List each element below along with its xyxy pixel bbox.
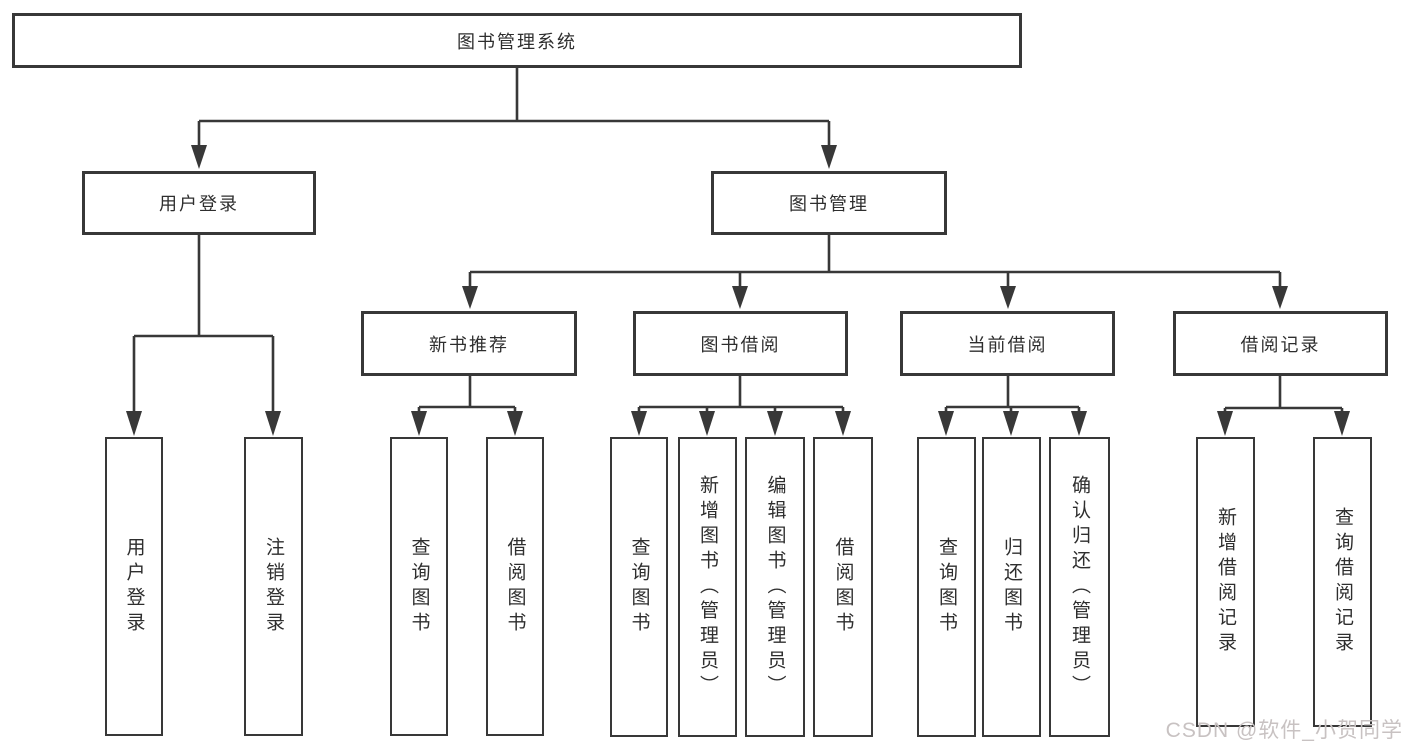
- node-label: 图书管理系统: [457, 31, 577, 52]
- leaf-bb-add-books-admin: 新增图书（管理员）: [678, 437, 737, 737]
- node-library-system: 图书管理系统: [12, 13, 1022, 68]
- node-label: 新书推荐: [429, 334, 509, 355]
- leaf-bb-edit-books-admin: 编辑图书（管理员）: [745, 437, 805, 737]
- node-label: 新增借阅记录: [1215, 507, 1236, 657]
- node-label: 查询图书: [628, 537, 650, 637]
- node-label: 注销登录: [263, 536, 284, 637]
- node-label: 确认归还（管理员）: [1069, 474, 1090, 700]
- node-label: 用户登录: [123, 536, 145, 637]
- leaf-cb-confirm-return-admin: 确认归还（管理员）: [1049, 437, 1110, 737]
- leaf-bb-borrow-books: 借阅图书: [813, 437, 873, 737]
- leaf-user-login: 用户登录: [105, 437, 163, 736]
- leaf-cb-return-books: 归还图书: [982, 437, 1041, 737]
- node-label: 图书管理: [789, 194, 869, 214]
- node-label: 归还图书: [1001, 537, 1022, 637]
- node-label: 借阅图书: [832, 537, 854, 637]
- node-book-borrow: 图书借阅: [633, 311, 848, 376]
- node-current-borrow: 当前借阅: [900, 311, 1115, 376]
- node-label: 新增图书（管理员）: [697, 474, 718, 700]
- node-borrow-records: 借阅记录: [1173, 311, 1388, 376]
- leaf-br-query-record: 查询借阅记录: [1313, 437, 1372, 727]
- leaf-br-add-record: 新增借阅记录: [1196, 437, 1255, 727]
- node-label: 图书借阅: [700, 334, 781, 355]
- node-label: 查询图书: [936, 537, 957, 637]
- node-label: 编辑图书（管理员）: [764, 474, 786, 700]
- leaf-cb-query-books: 查询图书: [917, 437, 976, 737]
- node-label: 借阅图书: [504, 536, 526, 637]
- watermark: CSDN @软件_小贺同学: [1165, 719, 1403, 742]
- leaf-logout: 注销登录: [244, 437, 303, 736]
- node-new-book-recommend: 新书推荐: [361, 311, 577, 376]
- node-label: 查询图书: [408, 536, 430, 637]
- node-label: 查询借阅记录: [1332, 507, 1353, 657]
- node-user-login: 用户登录: [82, 171, 316, 235]
- leaf-bb-query-books: 查询图书: [610, 437, 668, 737]
- leaf-nb-borrow-books: 借阅图书: [486, 437, 544, 736]
- node-label: 用户登录: [159, 194, 239, 214]
- leaf-nb-query-books: 查询图书: [390, 437, 448, 736]
- arrowheads: [126, 145, 1350, 436]
- node-label: 当前借阅: [967, 334, 1048, 355]
- node-book-management: 图书管理: [711, 171, 947, 235]
- node-label: 借阅记录: [1240, 334, 1321, 355]
